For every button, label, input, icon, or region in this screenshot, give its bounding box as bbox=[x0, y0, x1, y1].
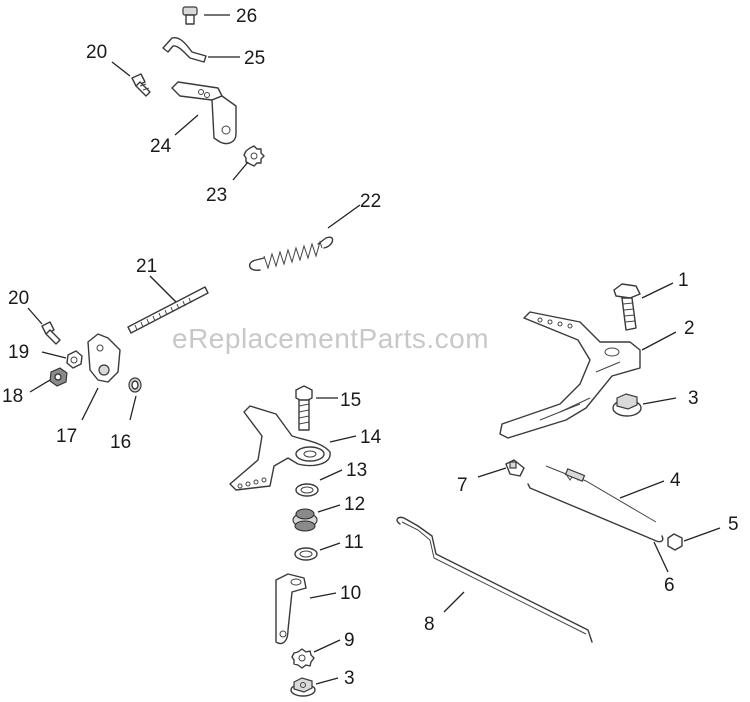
part-20-bolt-top[interactable] bbox=[131, 73, 151, 97]
callout-6: 6 bbox=[664, 575, 675, 596]
callout-7: 7 bbox=[457, 475, 468, 496]
watermark-text: eReplacementParts.com bbox=[172, 323, 489, 354]
part-9-star-washer[interactable] bbox=[291, 648, 315, 669]
callout-26: 26 bbox=[236, 6, 257, 27]
part-15-bolt[interactable] bbox=[295, 385, 313, 431]
callout-14: 14 bbox=[360, 427, 382, 448]
callout-17: 17 bbox=[56, 426, 77, 447]
part-7-clip[interactable] bbox=[505, 459, 525, 477]
part-19-nut[interactable] bbox=[66, 350, 83, 369]
part-6-control-rod[interactable] bbox=[527, 483, 664, 543]
callout-21: 21 bbox=[136, 256, 157, 277]
part-2-control-bracket[interactable] bbox=[499, 311, 641, 439]
part-4-link-rod[interactable] bbox=[545, 465, 657, 523]
part-23-star-washer[interactable] bbox=[243, 145, 265, 167]
part-10-l-bracket[interactable] bbox=[275, 573, 307, 645]
part-22-spring[interactable] bbox=[249, 236, 334, 271]
part-16-bushing[interactable] bbox=[128, 377, 142, 393]
part-14-control-plate[interactable] bbox=[229, 405, 331, 491]
part-11-washer[interactable] bbox=[294, 547, 318, 561]
part-1-bolt[interactable] bbox=[613, 283, 641, 331]
part-3-flange-nut-bottom[interactable] bbox=[290, 677, 316, 697]
part-20-bolt-left[interactable] bbox=[41, 321, 61, 345]
callout-2: 2 bbox=[684, 318, 695, 339]
callout-20-left: 20 bbox=[8, 288, 29, 309]
callout-3-right: 3 bbox=[688, 388, 699, 409]
part-17-pivot-bracket[interactable] bbox=[87, 333, 121, 383]
part-8-governor-link[interactable] bbox=[396, 516, 593, 643]
callout-22: 22 bbox=[360, 191, 381, 212]
callout-8: 8 bbox=[424, 614, 435, 635]
callout-15: 15 bbox=[340, 390, 361, 411]
callout-4: 4 bbox=[670, 470, 681, 491]
callout-10: 10 bbox=[340, 583, 361, 604]
callout-1: 1 bbox=[678, 270, 689, 291]
part-12-grommet[interactable] bbox=[292, 508, 318, 532]
callout-24: 24 bbox=[150, 136, 172, 157]
callout-13: 13 bbox=[346, 460, 367, 481]
callout-9: 9 bbox=[344, 630, 355, 651]
part-13-washer[interactable] bbox=[295, 483, 319, 497]
callout-20-top: 20 bbox=[86, 42, 107, 63]
part-21-threaded-rod[interactable] bbox=[127, 286, 209, 334]
part-18-lock-nut[interactable] bbox=[49, 367, 68, 387]
part-26-screw[interactable] bbox=[182, 6, 198, 25]
callout-12: 12 bbox=[344, 494, 365, 515]
callout-18: 18 bbox=[2, 386, 23, 407]
callout-3-bottom: 3 bbox=[344, 668, 355, 689]
callout-19: 19 bbox=[8, 342, 29, 363]
part-24-bracket[interactable] bbox=[171, 81, 237, 145]
callout-25: 25 bbox=[244, 48, 265, 69]
callout-5: 5 bbox=[728, 514, 739, 535]
part-3-flange-nut-right[interactable] bbox=[612, 393, 642, 417]
callout-23: 23 bbox=[206, 185, 227, 206]
part-25-clip[interactable] bbox=[162, 37, 207, 63]
callout-11: 11 bbox=[344, 532, 364, 553]
part-5-nut[interactable] bbox=[667, 533, 683, 551]
callout-16: 16 bbox=[110, 432, 131, 453]
